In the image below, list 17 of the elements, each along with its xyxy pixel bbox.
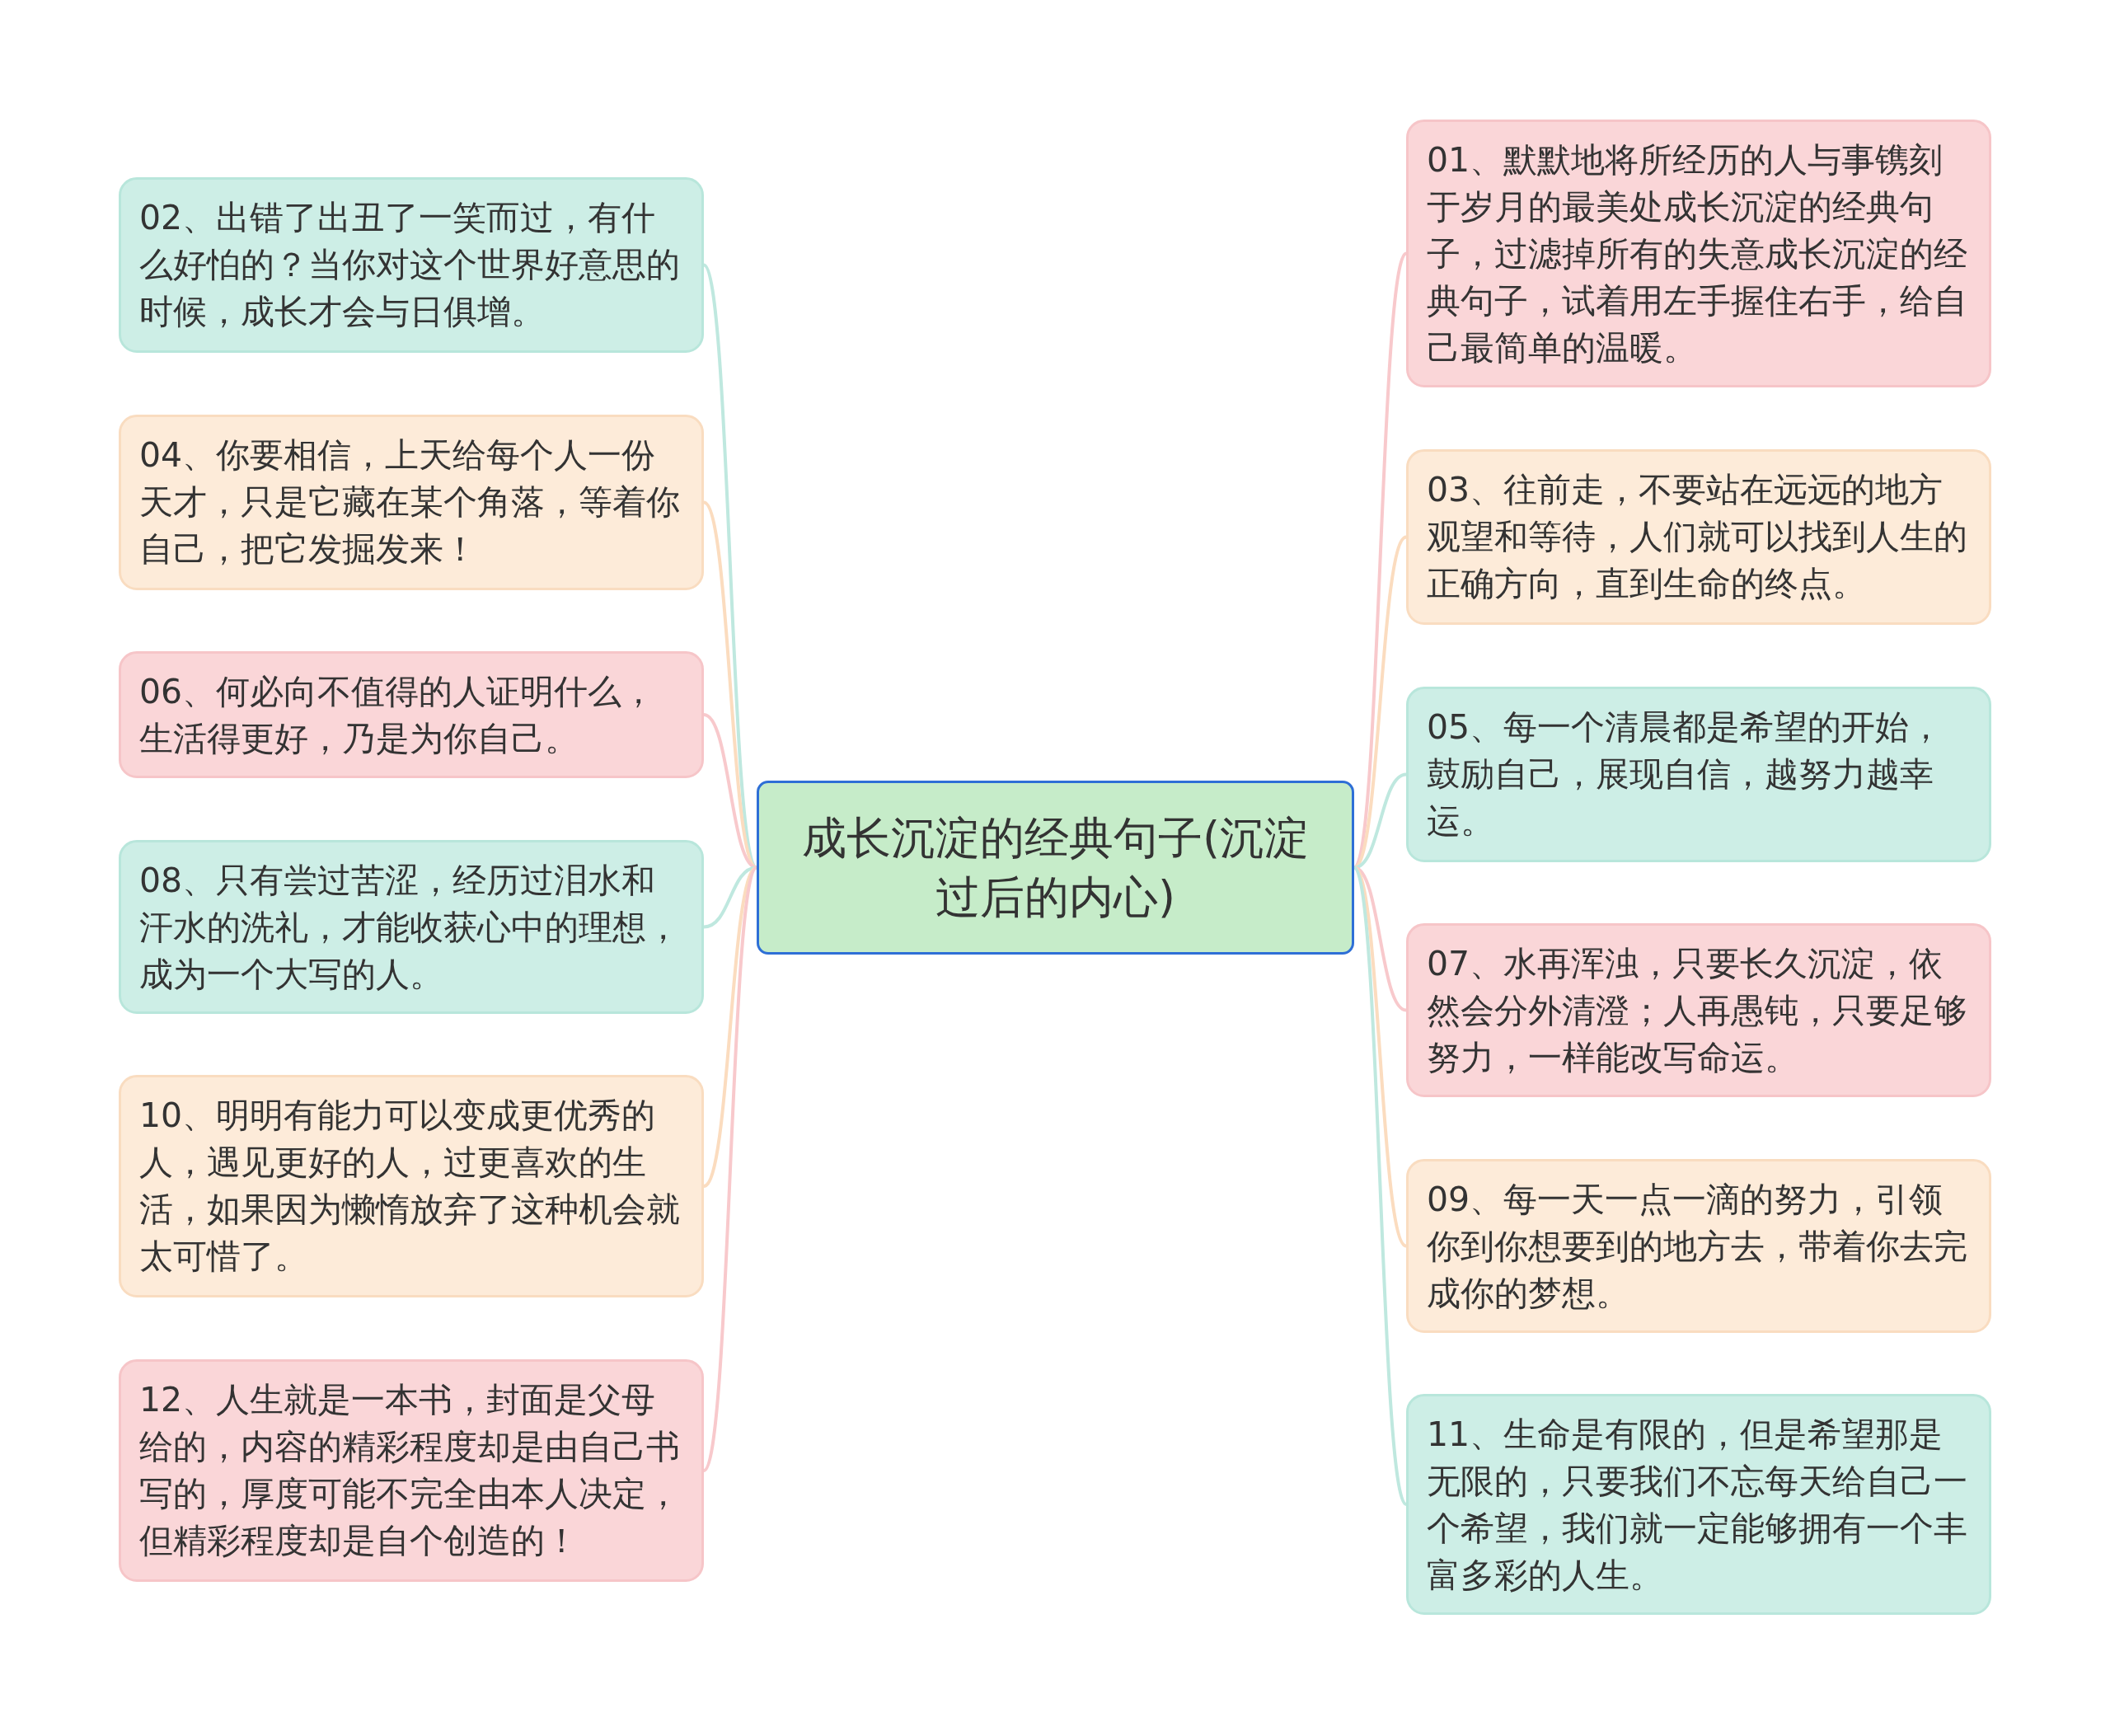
topic-box: 08、只有尝过苦涩，经历过泪水和汗水的洗礼，才能收获心中的理想，成为一个大写的人。	[119, 840, 704, 1014]
topic-box: 09、每一天一点一滴的努力，引领你到你想要到的地方去，带着你去完成你的梦想。	[1406, 1159, 1991, 1333]
connector-line	[1353, 866, 1408, 1505]
topic-box: 07、水再浑浊，只要长久沉淀，依然会分外清澄；人再愚钝，只要足够努力，一样能改写命运。	[1406, 923, 1991, 1097]
topic-box: 06、何必向不值得的人证明什么，生活得更好，乃是为你自己。	[119, 651, 704, 778]
topic-box: 11、生命是有限的，但是希望那是无限的，只要我们不忘每天给自己一个希望，我们就一定能够拥有一个丰富多彩的人生。	[1406, 1394, 1991, 1615]
connector-line	[703, 713, 757, 870]
topic-box: 03、往前走，不要站在远远的地方观望和等待，人们就可以找到人生的正确方向，直到生命的终点。	[1406, 449, 1991, 625]
topic-box: 02、出错了出丑了一笑而过，有什么好怕的？当你对这个世界好意思的时候，成长才会与日俱增。	[119, 177, 704, 353]
connector-line	[1353, 772, 1407, 870]
topic-box: 04、你要相信，上天给每个人一份天才，只是它藏在某个角落，等着你自己，把它发掘发来！	[119, 415, 704, 590]
central-topic-box: 成长沉淀的经典句子(沉淀过后的内心)	[757, 781, 1354, 955]
connector-line	[702, 866, 758, 1471]
topic-box: 10、明明有能力可以变成更优秀的人，遇见更好的人，过更喜欢的生活，如果因为懒惰放弃了这种机会就太可惜了。	[119, 1075, 704, 1297]
topic-box: 05、每一个清晨都是希望的开始，鼓励自己，展现自信，越努力越幸运。	[1406, 687, 1991, 862]
topic-box: 12、人生就是一本书，封面是父母给的，内容的精彩程度却是由自己书写的，厚度可能不完全由本人决定，但精彩程度却是自个创造的！	[119, 1359, 704, 1582]
topic-box: 01、默默地将所经历的人与事镌刻于岁月的最美处成长沉淀的经典句子，过滤掉所有的失意成长沉淀的经典句子，试着用左手握住右手，给自己最简单的温暖。	[1406, 120, 1991, 387]
